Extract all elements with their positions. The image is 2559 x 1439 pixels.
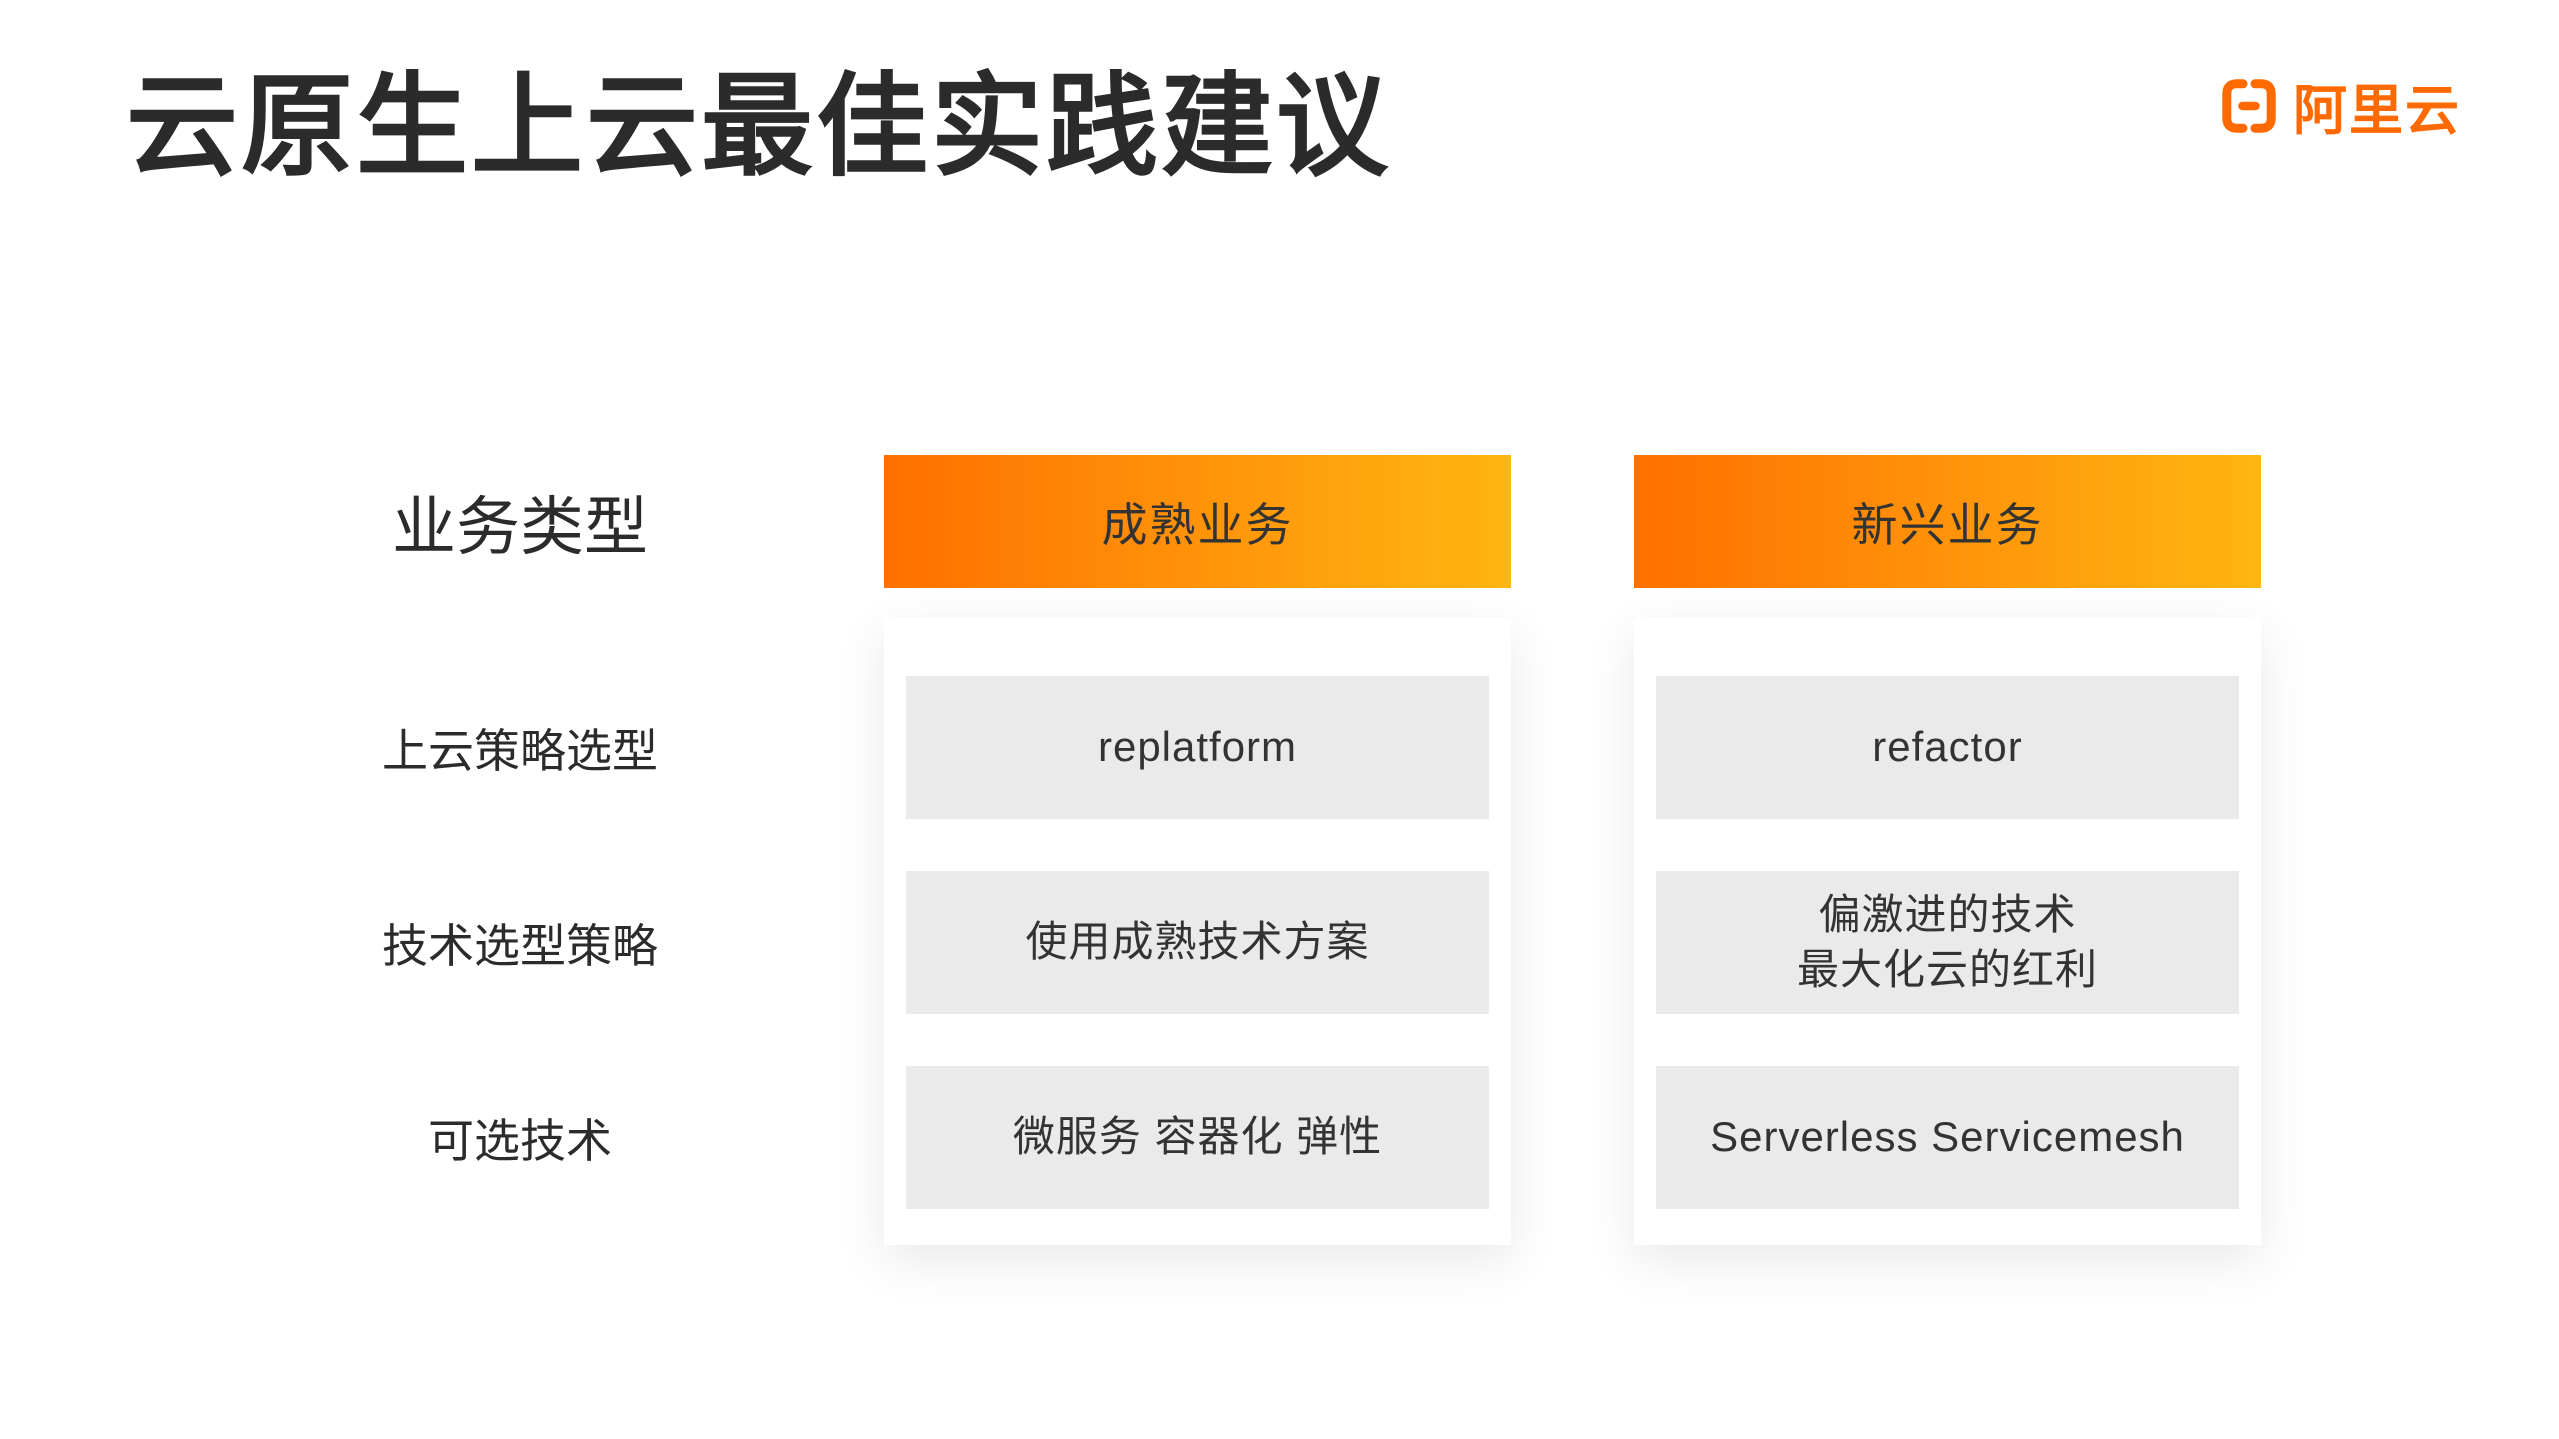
cell-mature-tech-selection: 使用成熟技术方案 [906,871,1489,1014]
column-mature-business: 成熟业务 replatform 使用成熟技术方案 微服务 容器化 弹性 [884,455,1511,1245]
alibaba-cloud-bracket-icon [2222,78,2276,133]
cell-emerging-optional-tech: Serverless Servicemesh [1656,1066,2239,1209]
column-card-emerging: refactor 偏激进的技术 最大化云的红利 Serverless Servi… [1634,618,2261,1245]
page-title: 云原生上云最佳实践建议 [126,64,1391,189]
column-header-emerging: 新兴业务 [1634,455,2261,588]
row-label-tech-selection: 技术选型策略 [382,919,658,972]
cell-emerging-tech-selection: 偏激进的技术 最大化云的红利 [1656,871,2239,1014]
column-card-mature: replatform 使用成熟技术方案 微服务 容器化 弹性 [884,618,1511,1245]
row-label-optional-tech: 可选技术 [428,1114,612,1167]
brand-name: 阿里云 [2293,81,2461,141]
column-header-mature: 成熟业务 [884,455,1511,588]
row-label-strategy: 上云策略选型 [382,724,658,777]
cell-emerging-strategy: refactor [1656,676,2239,819]
cell-mature-strategy: replatform [906,676,1489,819]
row-axis-label: 业务类型 [392,490,648,563]
brand-logo: 阿里云 [2219,66,2461,145]
column-emerging-business: 新兴业务 refactor 偏激进的技术 最大化云的红利 Serverless … [1634,455,2261,1245]
cell-mature-optional-tech: 微服务 容器化 弹性 [906,1066,1489,1209]
